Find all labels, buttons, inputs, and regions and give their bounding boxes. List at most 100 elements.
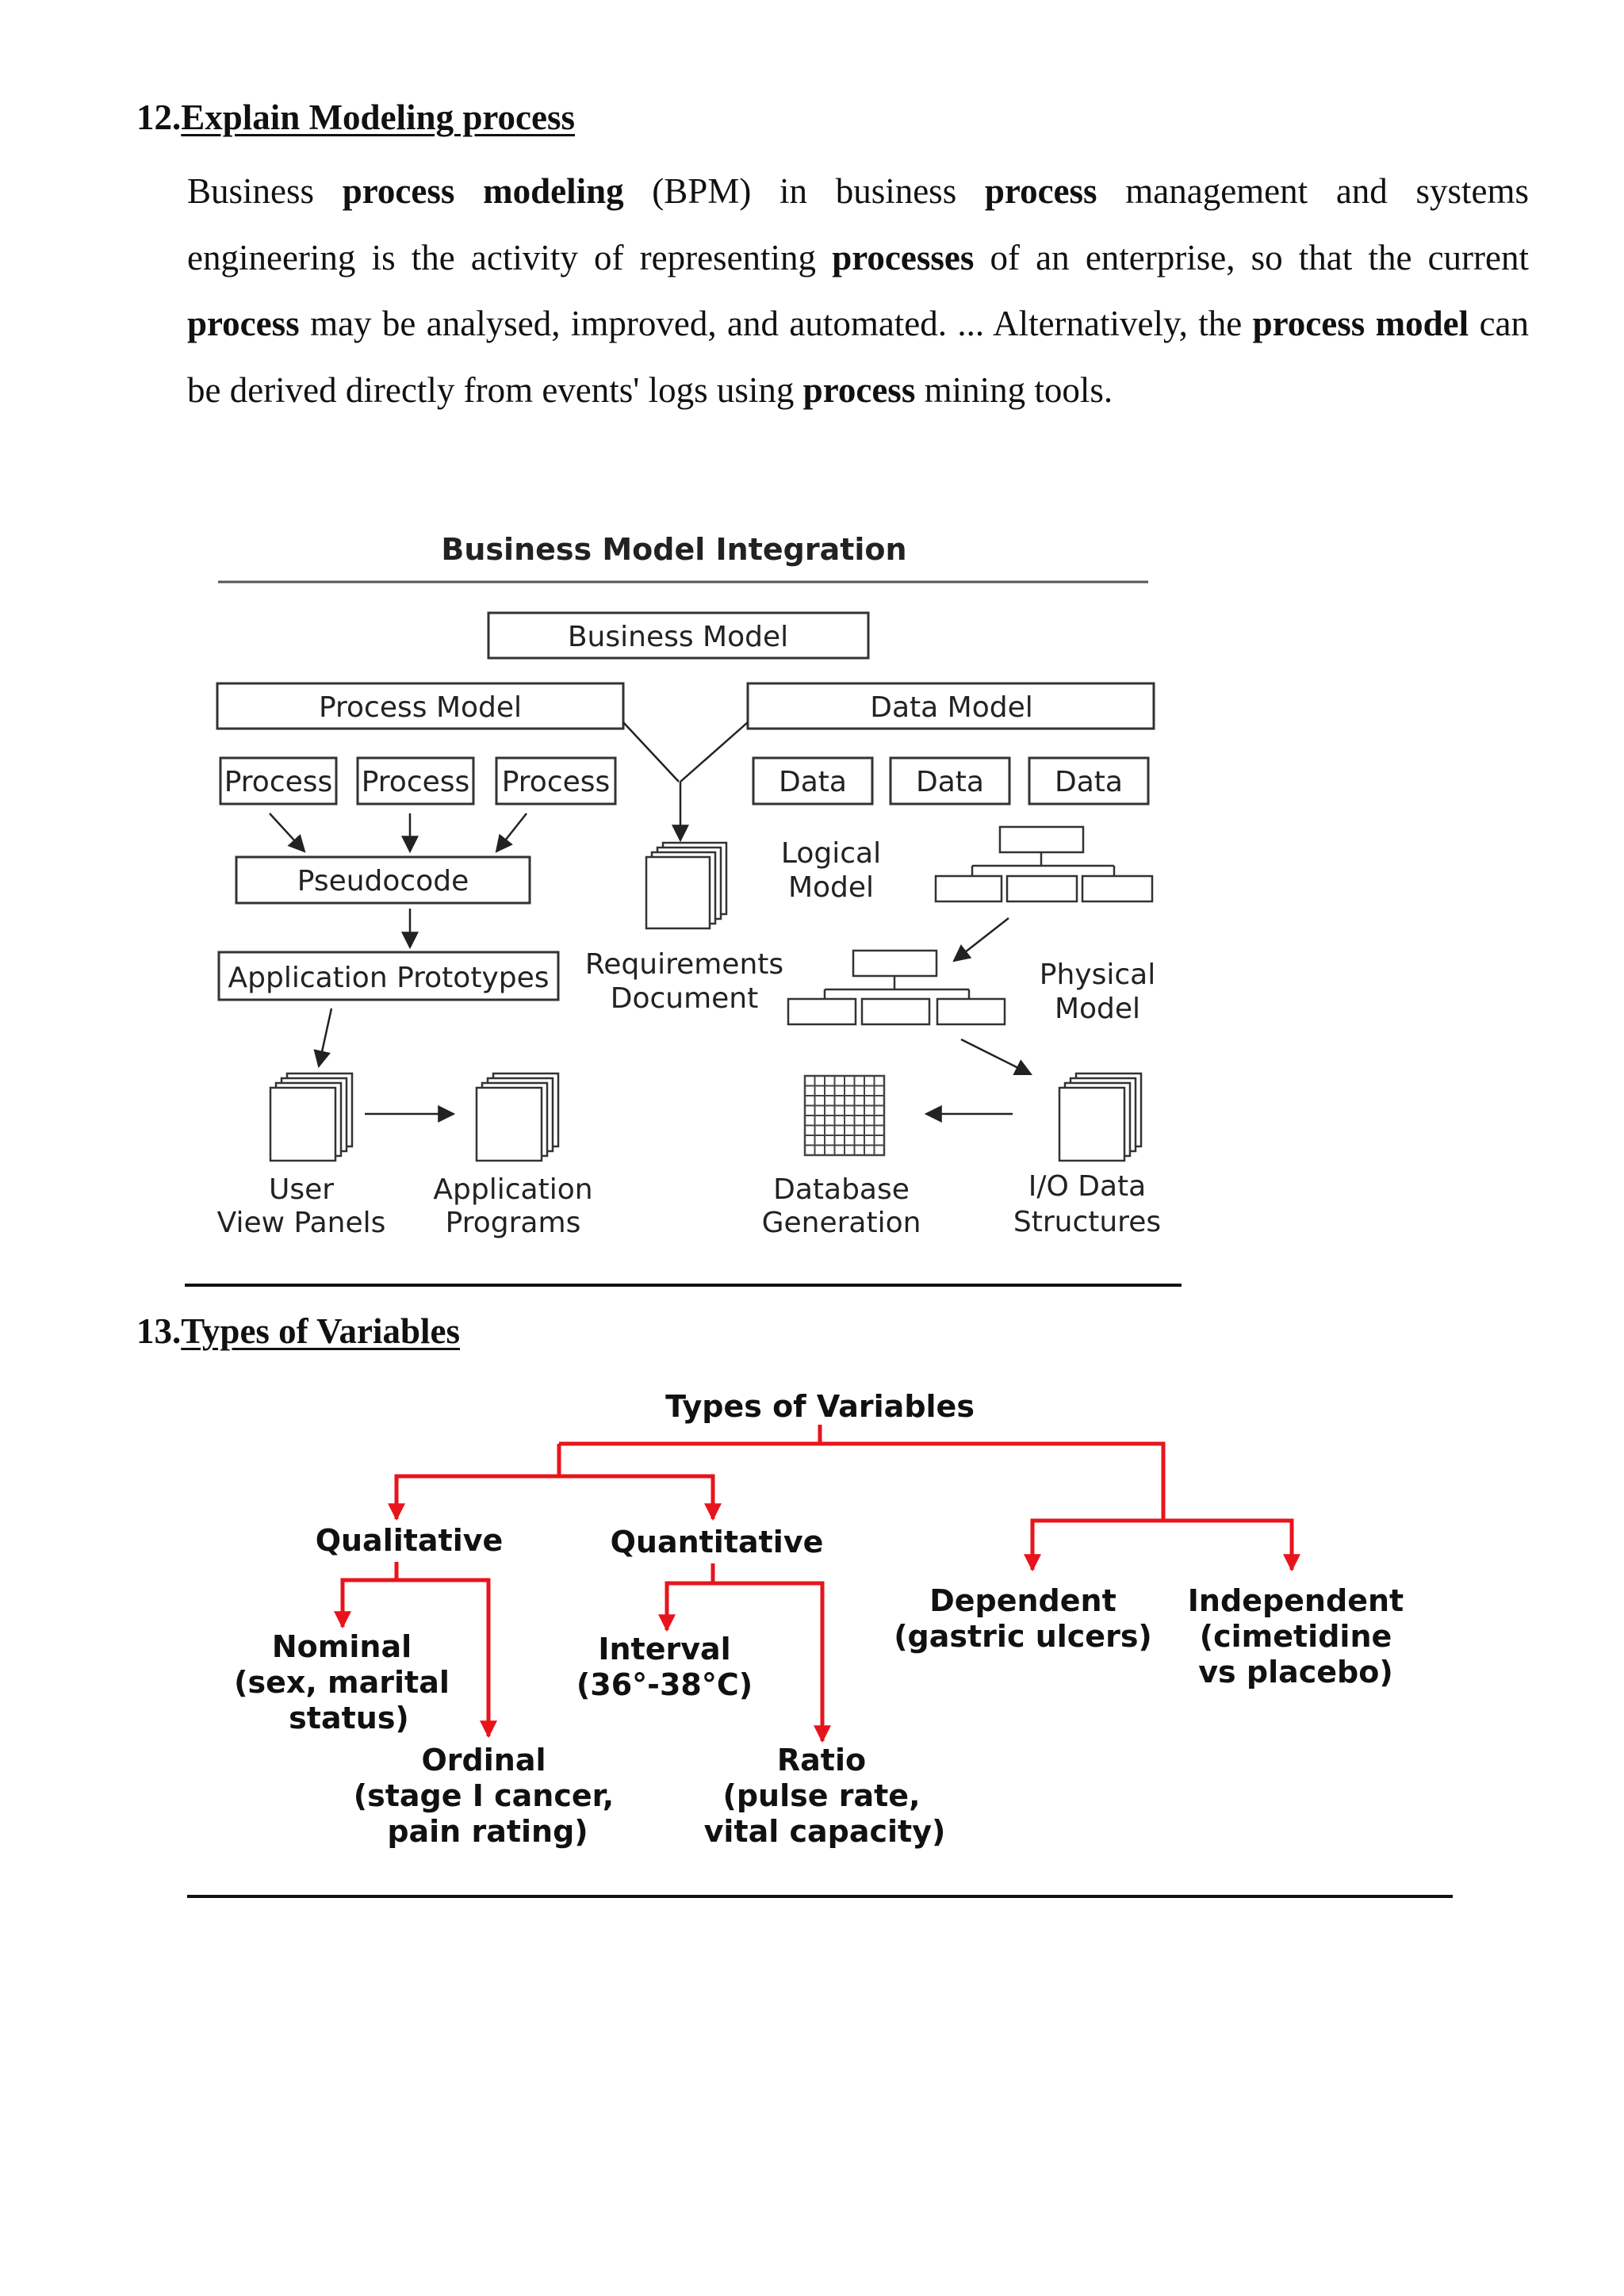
process-label-1: Process <box>224 766 333 798</box>
user-view-panels-label-2: View Panels <box>217 1207 386 1239</box>
paragraph-text-run: Business <box>187 171 343 211</box>
tov-independent-2: (cimetidine <box>1200 1619 1392 1654</box>
tov-ratio-1: Ratio <box>777 1743 866 1777</box>
io-data-structures-label-2: Structures <box>1013 1206 1161 1238</box>
data-box-2 <box>889 756 1011 806</box>
tov-to-interval <box>658 1563 715 1632</box>
tov-to-dependent <box>1024 1518 1163 1572</box>
application-prototypes-label: Application Prototypes <box>228 962 549 994</box>
tov-independent-3: vs placebo) <box>1198 1655 1392 1689</box>
process1-to-pseudocode-arrow <box>269 813 306 853</box>
data-box-3 <box>1028 756 1150 806</box>
physical-model-label-1: Physical <box>1040 959 1155 991</box>
pseudocode-box <box>235 855 531 905</box>
paragraph-bold-run: modeling <box>483 171 624 211</box>
data-model-box <box>746 682 1155 730</box>
process-model-connector <box>622 721 680 783</box>
paragraph-bold-run: model <box>1375 304 1469 343</box>
application-programs-label-2: Programs <box>446 1207 581 1239</box>
application-prototypes-box <box>217 951 560 1001</box>
data-model-label: Data Model <box>870 691 1033 724</box>
process-box-1 <box>219 756 338 806</box>
section-13-heading: 13.Types of Variables <box>136 1314 460 1349</box>
paragraph-text-run: (BPM) in business <box>623 171 985 211</box>
paragraph-text-run: mining tools. <box>915 369 1113 410</box>
tov-ratio-2: (pulse rate, <box>722 1778 920 1813</box>
data-label-3: Data <box>1055 766 1123 798</box>
section-12-paragraph: Business process modeling (BPM) in busin… <box>187 159 1529 423</box>
section-13-number: 13. <box>136 1311 182 1351</box>
bmi-title: Business Model Integration <box>441 532 906 567</box>
database-generation-label-1: Database <box>773 1173 910 1206</box>
data-model-connector <box>680 721 749 783</box>
paragraph-bold-run: processes <box>832 237 975 277</box>
tov-interval-1: Interval <box>598 1632 730 1667</box>
tov-dependent-2: (gastric ulcers) <box>894 1619 1152 1654</box>
paragraph-text-run: management and systems engineering is th… <box>187 171 1530 277</box>
paragraph-bold-run: process <box>342 171 455 211</box>
paragraph-text-run: of an enterprise, so that the current <box>974 237 1529 277</box>
paragraph-bold-run: process <box>984 171 1097 211</box>
types-of-variables-diagram: Types of Variables Qualitative Quantitat… <box>234 1389 1404 1849</box>
tov-ratio-3: vital capacity) <box>704 1814 946 1849</box>
application-programs-icon <box>475 1072 560 1162</box>
database-generation-label-2: Generation <box>762 1207 921 1239</box>
data-label-2: Data <box>916 766 984 798</box>
tov-to-nominal <box>334 1562 399 1629</box>
tov-to-ratio <box>713 1581 831 1743</box>
process-box-2 <box>356 756 475 806</box>
process-label-3: Process <box>502 766 611 798</box>
section-12-number: 12. <box>136 98 182 137</box>
io-data-structures-icon <box>1058 1072 1143 1162</box>
physical-model-label-2: Model <box>1055 993 1140 1025</box>
business-model-label: Business Model <box>568 621 788 653</box>
process-box-3 <box>495 756 617 806</box>
tov-quantitative: Quantitative <box>611 1525 824 1559</box>
tov-nominal-1: Nominal <box>272 1629 412 1664</box>
process-label-2: Process <box>362 766 470 798</box>
logical-model-tree-icon <box>934 825 1154 903</box>
io-data-structures-label-1: I/O Data <box>1028 1170 1146 1203</box>
tov-to-ordinal <box>396 1578 497 1739</box>
paragraph-bold-run: process <box>1252 304 1365 343</box>
process3-to-pseudocode-arrow <box>495 813 527 853</box>
requirements-document-icon <box>645 841 728 930</box>
tov-nominal-2: (sex, marital <box>234 1665 450 1700</box>
paragraph-bold-run: process <box>187 304 300 343</box>
tov-ordinal-3: pain rating) <box>387 1814 588 1849</box>
prototypes-to-panels-arrow <box>313 1008 333 1069</box>
physical-model-tree-icon <box>787 949 1006 1026</box>
database-grid-icon <box>803 1074 886 1157</box>
tov-ordinal-2: (stage I cancer, <box>354 1778 614 1813</box>
data-box-1 <box>752 756 874 806</box>
application-programs-label-1: Application <box>433 1173 592 1206</box>
tov-independent-1: Independent <box>1188 1583 1404 1618</box>
logical-model-label-2: Model <box>788 871 874 904</box>
tov-interval-2: (36°-38°C) <box>576 1667 753 1702</box>
section-12-heading: 12.Explain Modeling process <box>136 100 575 136</box>
tov-nominal-3: status) <box>289 1701 409 1735</box>
pseudocode-label: Pseudocode <box>297 865 469 897</box>
paragraph-text-run: can be derived directly from events' log… <box>187 304 1530 410</box>
data-label-1: Data <box>779 766 847 798</box>
physical-to-io-arrow <box>960 1038 1032 1076</box>
tov-ordinal-1: Ordinal <box>422 1743 546 1777</box>
tov-qualitative: Qualitative <box>316 1523 504 1558</box>
business-model-box <box>487 611 870 660</box>
paragraph-bold-run: process <box>802 369 916 410</box>
logical-model-label-1: Logical <box>781 837 881 870</box>
section-12-title: Explain Modeling process <box>181 98 575 137</box>
user-view-panels-icon <box>269 1072 354 1162</box>
paragraph-text-run: may be analysed, improved, and automated… <box>299 304 1253 343</box>
logical-to-physical-arrow <box>952 917 1009 962</box>
section-13-title: Types of Variables <box>181 1311 460 1351</box>
process-model-box <box>216 682 625 730</box>
tov-to-qualitative <box>388 1444 561 1521</box>
requirements-label-2: Document <box>611 982 759 1015</box>
user-view-panels-label-1: User <box>269 1173 334 1206</box>
process-model-label: Process Model <box>319 691 522 724</box>
requirements-label-1: Requirements <box>585 948 783 981</box>
tov-to-quantitative <box>559 1474 722 1521</box>
tov-title: Types of Variables <box>665 1389 975 1424</box>
tov-dependent-1: Dependent <box>929 1583 1116 1618</box>
